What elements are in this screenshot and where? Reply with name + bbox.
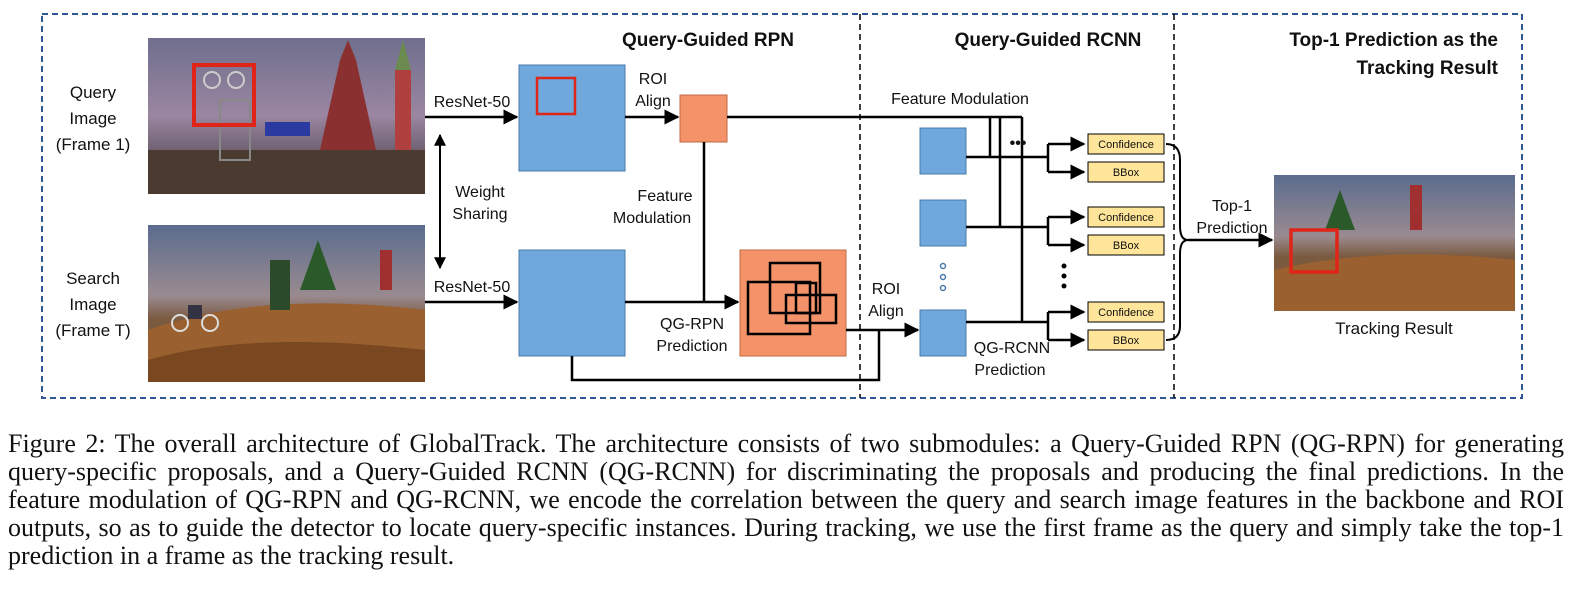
roi-align-top-line1: ROI: [639, 71, 667, 88]
query-label-line1: Query: [70, 83, 117, 102]
search-feature-skip-line: [570, 330, 881, 382]
roi-align-bottom-line1: ROI: [872, 281, 900, 298]
tracking-result-bbox: [1289, 228, 1339, 274]
top1-brace: [1165, 143, 1189, 341]
feature-mod-rpn-line1: Feature: [637, 188, 692, 205]
bbox-box-1: BBox: [1113, 167, 1140, 179]
search-label-line3: (Frame T): [55, 321, 130, 340]
top1-section-title-line2: Tracking Result: [1357, 58, 1499, 79]
query-feature-map: [518, 64, 626, 172]
search-label-line2: Image: [69, 295, 116, 314]
output-group-1: Confidence BBox: [1087, 133, 1165, 183]
query-roi-region: [535, 76, 577, 116]
query-image: [148, 38, 425, 194]
bbox-box-3: BBox: [1113, 335, 1140, 347]
search-label-line1: Search: [66, 269, 120, 288]
roi-align-bottom-line2: Align: [868, 303, 904, 320]
search-image: [148, 225, 425, 382]
weight-sharing-label-line2: Sharing: [452, 206, 507, 223]
figure-caption: Figure 2: The overall architecture of Gl…: [8, 429, 1564, 570]
output-group-3: Confidence BBox: [1087, 301, 1165, 351]
roi-align-top-line2: Align: [635, 93, 671, 110]
rcnn-vertical-ellipsis: [939, 262, 947, 292]
rpn-section-title: Query-Guided RPN: [622, 30, 794, 51]
rcnn-mod-ellipsis: •••: [1010, 135, 1027, 152]
backbone-label-top: ResNet-50: [434, 94, 511, 111]
search-feature-map: [518, 249, 626, 357]
output-group-2: Confidence BBox: [1087, 206, 1165, 256]
confidence-box-1: Confidence: [1098, 139, 1154, 151]
rcnn-roi-feature-2: [919, 199, 967, 247]
tracking-result-image: [1274, 175, 1515, 311]
query-roi-feature: [679, 94, 728, 143]
weight-sharing-label-line1: Weight: [455, 184, 505, 201]
branch-vertical-ellipsis: [1061, 263, 1067, 289]
confidence-box-2: Confidence: [1098, 212, 1154, 224]
confidence-box-3: Confidence: [1098, 307, 1154, 319]
qg-rpn-pred-line1: QG-RPN: [660, 316, 724, 333]
bbox-box-2: BBox: [1113, 240, 1140, 252]
rcnn-section-title: Query-Guided RCNN: [955, 30, 1142, 51]
top1-pred-line1: Top-1: [1212, 198, 1252, 215]
outer-frame: [41, 13, 1523, 399]
rcnn-roi-feature-3: [919, 309, 967, 357]
feature-mod-rpn-line2: Modulation: [613, 210, 691, 227]
top1-section-title-line1: Top-1 Prediction as the: [1289, 30, 1498, 51]
rcnn-roi-feature-1: [919, 127, 967, 175]
tracking-result-label: Tracking Result: [1335, 319, 1453, 338]
query-target-bbox: [192, 63, 256, 127]
rpn-proposals: [739, 249, 847, 357]
query-label-line3: (Frame 1): [56, 135, 131, 154]
feature-mod-rcnn-label: Feature Modulation: [891, 91, 1029, 108]
query-label-line2: Image: [69, 109, 116, 128]
top1-pred-line2: Prediction: [1196, 220, 1267, 237]
qg-rcnn-pred-line2: Prediction: [974, 362, 1045, 379]
qg-rpn-pred-line2: Prediction: [656, 338, 727, 355]
qg-rcnn-pred-line1: QG-RCNN: [974, 340, 1050, 357]
architecture-diagram: Query-Guided RPN Query-Guided RCNN Top-1…: [41, 13, 1523, 399]
backbone-label-bottom: ResNet-50: [434, 279, 511, 296]
